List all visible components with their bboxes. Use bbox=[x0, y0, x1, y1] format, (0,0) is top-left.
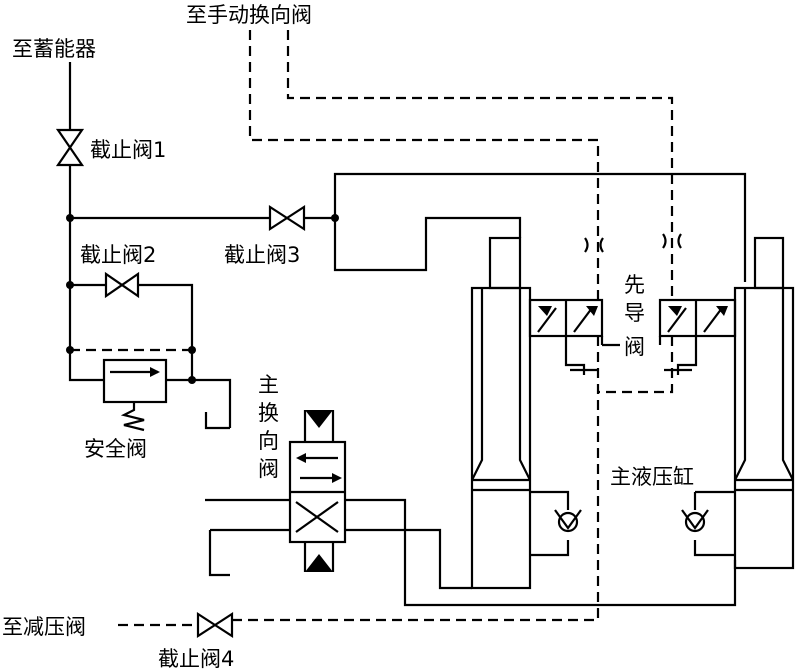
label-pilot-2: 导 bbox=[624, 301, 645, 325]
stop-valve-1 bbox=[55, 128, 85, 167]
stop-valve-4 bbox=[196, 611, 234, 639]
safety-valve bbox=[102, 358, 168, 432]
label-main-cylinder: 主液压缸 bbox=[610, 465, 694, 489]
main-reversing-valve bbox=[288, 410, 347, 572]
label-stop-valve-1: 截止阀1 bbox=[90, 138, 166, 162]
orifice-marks bbox=[584, 233, 682, 253]
label-to-manual-valve: 至手动换向阀 bbox=[186, 3, 312, 27]
label-main-reversing-3: 向 bbox=[258, 429, 279, 453]
pilot-valve-right bbox=[658, 298, 737, 375]
label-to-pressure-reducing: 至减压阀 bbox=[2, 615, 86, 639]
label-pilot-3: 阀 bbox=[624, 335, 645, 359]
label-safety-valve: 安全阀 bbox=[84, 437, 147, 461]
label-stop-valve-3: 截止阀3 bbox=[224, 243, 300, 267]
label-stop-valve-4: 截止阀4 bbox=[158, 647, 234, 671]
label-main-reversing-1: 主 bbox=[258, 373, 279, 397]
label-main-reversing-4: 阀 bbox=[258, 457, 279, 481]
supply-lines bbox=[68, 62, 747, 607]
stop-valve-2 bbox=[104, 271, 140, 299]
pilot-control-lines bbox=[70, 30, 674, 627]
pilot-valve-left bbox=[528, 298, 620, 375]
label-stop-valve-2: 截止阀2 bbox=[80, 243, 156, 267]
label-pilot-1: 先 bbox=[624, 273, 645, 297]
stop-valve-3 bbox=[268, 204, 306, 232]
label-main-reversing-2: 换 bbox=[258, 401, 279, 425]
check-valve-left bbox=[554, 509, 582, 533]
check-valve-right bbox=[681, 509, 709, 533]
main-cylinder-right bbox=[733, 236, 795, 570]
junction-dots bbox=[66, 214, 339, 384]
main-cylinder-left bbox=[470, 236, 532, 590]
label-to-accumulator: 至蓄能器 bbox=[12, 37, 96, 61]
